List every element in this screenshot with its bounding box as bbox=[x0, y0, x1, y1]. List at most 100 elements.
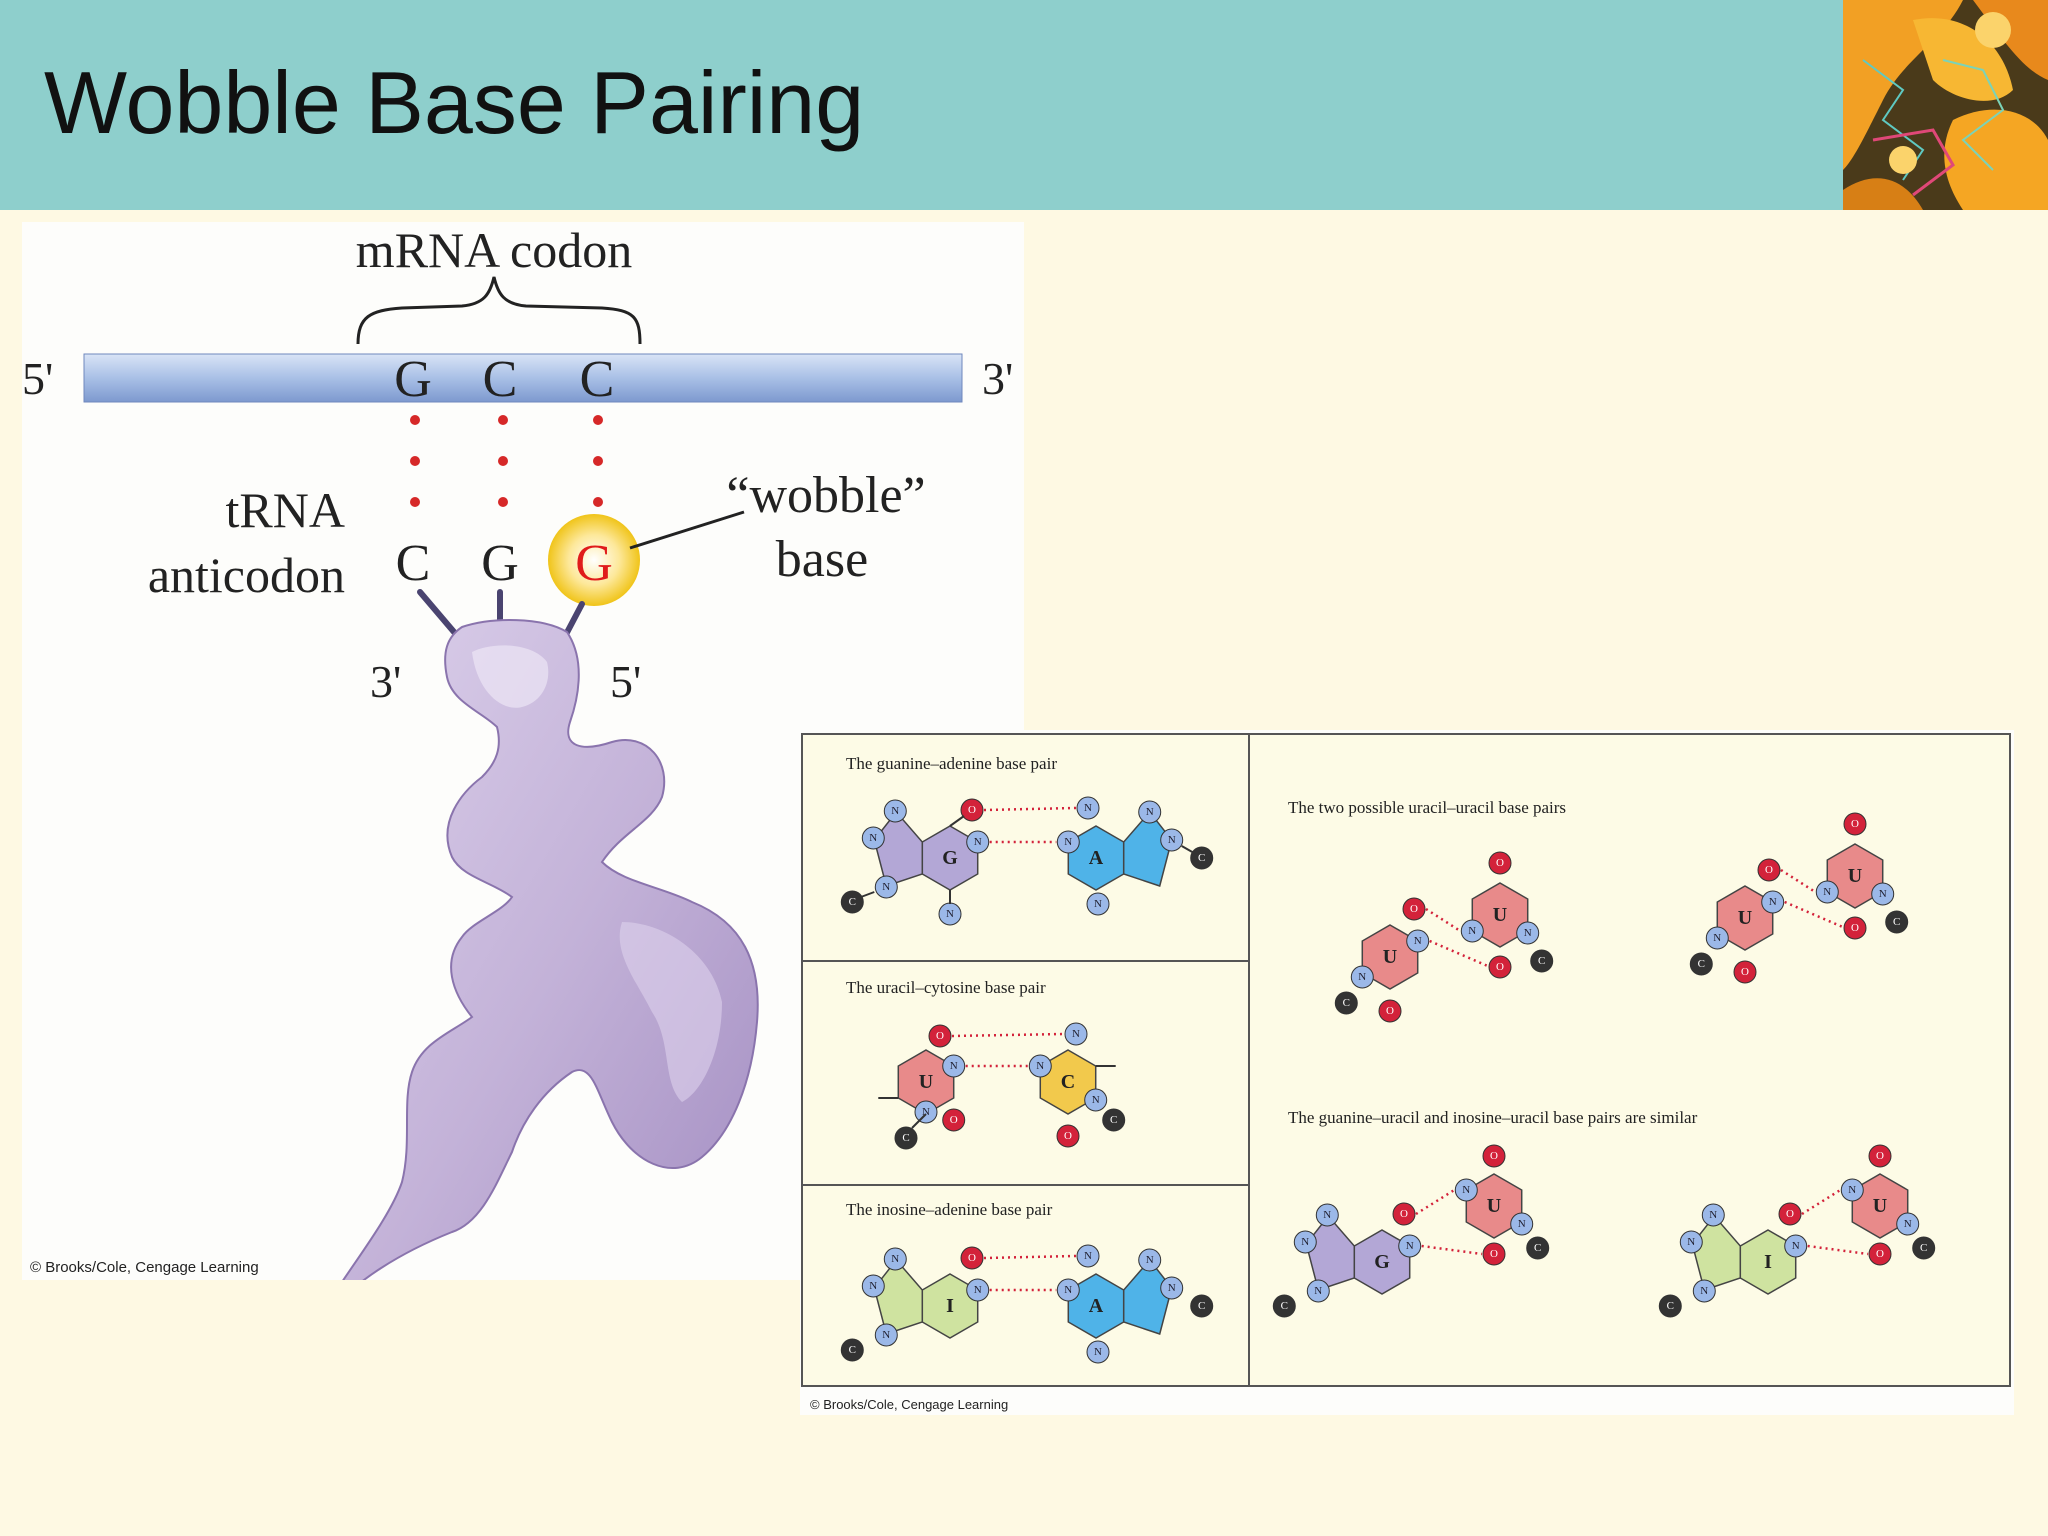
nitrogen-atom bbox=[1056, 1278, 1080, 1302]
nitrogen-atom bbox=[1293, 1230, 1317, 1254]
slide-title: Wobble Base Pairing bbox=[44, 53, 865, 152]
nitrogen-atom bbox=[1896, 1212, 1920, 1236]
hydrogen-bond bbox=[1425, 907, 1461, 933]
nitrogen-atom bbox=[1701, 1203, 1725, 1227]
nitrogen-label: N bbox=[1462, 1184, 1470, 1196]
nitrogen-label: N bbox=[1084, 802, 1092, 814]
nitrogen-label: N bbox=[974, 1284, 982, 1296]
oxygen-atom bbox=[928, 1024, 952, 1048]
nitrogen-atom bbox=[861, 826, 885, 850]
wobble-highlight bbox=[548, 514, 640, 606]
nitrogen-atom bbox=[1871, 882, 1895, 906]
oxygen-atom bbox=[1868, 1144, 1892, 1168]
nitrogen-atom bbox=[1761, 890, 1785, 914]
nitrogen-label: N bbox=[1084, 1250, 1092, 1262]
c1-label: C bbox=[1698, 958, 1705, 970]
nitrogen-atom bbox=[1138, 800, 1162, 824]
nitrogen-atom bbox=[1064, 1022, 1088, 1046]
base-letter: U bbox=[1487, 1195, 1501, 1217]
base-letter: I bbox=[946, 1295, 954, 1317]
trna-fold-highlight-2 bbox=[619, 922, 722, 1102]
pyrimidine-ring bbox=[1471, 882, 1529, 948]
nitrogen-atom bbox=[1705, 926, 1729, 950]
oxygen-label: O bbox=[936, 1030, 944, 1042]
oxygen-label: O bbox=[1851, 818, 1859, 830]
nitrogen-atom bbox=[1516, 921, 1540, 945]
anticodon-base-1: C bbox=[396, 535, 431, 592]
c1-atom bbox=[1102, 1108, 1126, 1132]
oxygen-atom bbox=[1482, 1144, 1506, 1168]
hydrogen-bond bbox=[1429, 939, 1491, 969]
nitrogen-atom bbox=[1454, 1178, 1478, 1202]
oxygen-label: O bbox=[950, 1114, 958, 1126]
nitrogen-atom bbox=[1056, 830, 1080, 854]
nitrogen-label: N bbox=[869, 832, 877, 844]
wobble-pointer-line bbox=[629, 510, 745, 550]
nitrogen-label: N bbox=[1092, 1094, 1100, 1106]
oxygen-label: O bbox=[1410, 903, 1418, 915]
oxygen-label: O bbox=[1741, 966, 1749, 978]
nitrogen-atom bbox=[1086, 892, 1110, 916]
nitrogen-label: N bbox=[1792, 1240, 1800, 1252]
ga-pair-title: The guanine–adenine base pair bbox=[846, 754, 1057, 773]
ia-pair-title: The inosine–adenine base pair bbox=[846, 1200, 1053, 1219]
nitrogen-label: N bbox=[882, 881, 890, 893]
nitrogen-label: N bbox=[1524, 927, 1532, 939]
nitrogen-atom bbox=[1086, 1340, 1110, 1364]
oxygen-atom bbox=[1757, 858, 1781, 882]
c1-atom bbox=[1912, 1236, 1936, 1260]
oxygen-atom bbox=[1843, 812, 1867, 836]
nitrogen-atom bbox=[914, 1100, 938, 1124]
oxygen-atom bbox=[960, 1246, 984, 1270]
nitrogen-atom bbox=[1350, 965, 1374, 989]
oxygen-atom bbox=[1056, 1124, 1080, 1148]
oxygen-label: O bbox=[1876, 1150, 1884, 1162]
protein-structure-image bbox=[1843, 0, 2048, 210]
c1-atom bbox=[1334, 991, 1358, 1015]
nitrogen-label: N bbox=[1879, 888, 1887, 900]
nitrogen-atom bbox=[1315, 1203, 1339, 1227]
hydrogen-bond bbox=[1784, 900, 1846, 930]
nitrogen-label: N bbox=[1358, 971, 1366, 983]
codon-brace bbox=[356, 276, 642, 345]
c1-label: C bbox=[1281, 1300, 1288, 1312]
nitrogen-label: N bbox=[1064, 836, 1072, 848]
oxygen-atom bbox=[1392, 1202, 1416, 1226]
oxygen-atom bbox=[1488, 851, 1512, 875]
nitrogen-atom bbox=[883, 1247, 907, 1271]
pyrimidine-ring bbox=[1826, 843, 1884, 909]
nitrogen-label: N bbox=[1518, 1218, 1526, 1230]
codon-base-1: G bbox=[394, 351, 432, 408]
oxygen-atom bbox=[1733, 960, 1757, 984]
nitrogen-label: N bbox=[974, 836, 982, 848]
nitrogen-label: N bbox=[891, 1253, 899, 1265]
c1-label: C bbox=[1110, 1114, 1117, 1126]
c1-atom bbox=[1885, 910, 1909, 934]
oxygen-atom bbox=[960, 798, 984, 822]
nitrogen-label: N bbox=[1904, 1218, 1912, 1230]
c1-atom bbox=[1272, 1294, 1296, 1318]
c1-label: C bbox=[1198, 1300, 1205, 1312]
base-letter: G bbox=[942, 847, 958, 869]
oxygen-label: O bbox=[1851, 922, 1859, 934]
oxygen-label: O bbox=[1496, 857, 1504, 869]
slide-header: Wobble Base Pairing bbox=[0, 0, 2048, 210]
c1-label: C bbox=[849, 1344, 856, 1356]
mrna-five-prime: 5' bbox=[22, 353, 53, 404]
nitrogen-label: N bbox=[1064, 1284, 1072, 1296]
nitrogen-label: N bbox=[1713, 932, 1721, 944]
oxygen-atom bbox=[1378, 999, 1402, 1023]
base-letter: U bbox=[919, 1071, 933, 1093]
c1-label: C bbox=[1198, 852, 1205, 864]
nitrogen-atom bbox=[1679, 1230, 1703, 1254]
c1-label: C bbox=[1538, 955, 1545, 967]
gu-iu-pairs-title: The guanine–uracil and inosine–uracil ba… bbox=[1288, 1108, 1698, 1127]
oxygen-atom bbox=[1868, 1242, 1892, 1266]
nitrogen-atom bbox=[883, 799, 907, 823]
oxygen-label: O bbox=[1786, 1208, 1794, 1220]
codon-label: mRNA codon bbox=[356, 222, 632, 278]
mrna-three-prime: 3' bbox=[982, 353, 1013, 404]
hydrogen-bond bbox=[1421, 1244, 1483, 1256]
base-letter: U bbox=[1848, 865, 1862, 887]
